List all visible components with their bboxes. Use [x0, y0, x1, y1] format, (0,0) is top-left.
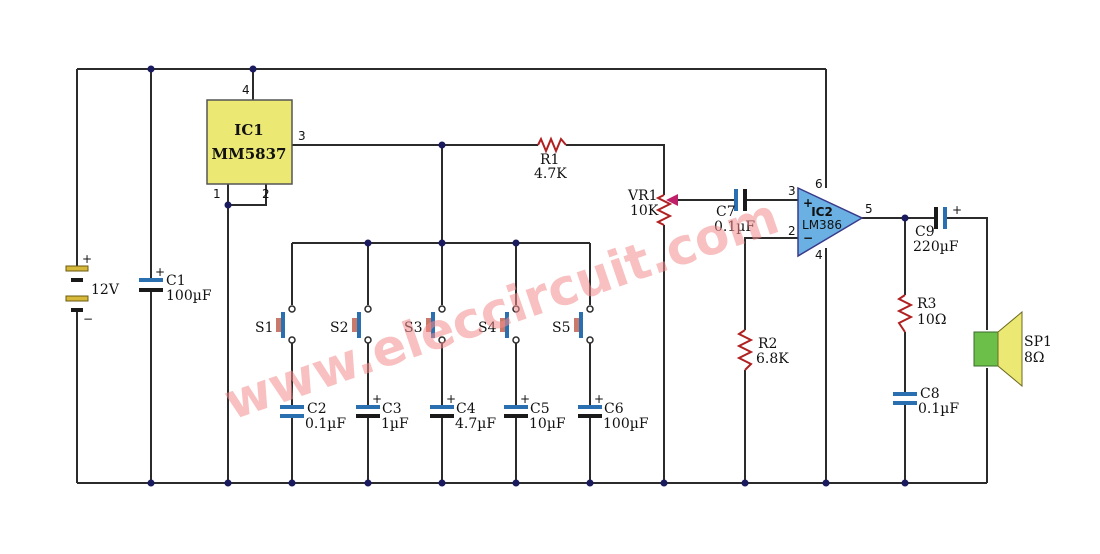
r2-ref-label: R2: [758, 336, 777, 352]
speaker-sp1: SP1 8Ω: [973, 310, 1052, 388]
ic1-pin4-label: 4: [242, 83, 250, 97]
battery-minus-mark: −: [83, 312, 93, 326]
vr1-ref-label: VR1: [627, 188, 658, 204]
switch-s5-label: S5: [552, 320, 571, 336]
c1-plus-mark: +: [155, 265, 165, 279]
ic2-pin6-label: 6: [815, 177, 823, 191]
sp1-value-label: 8Ω: [1024, 350, 1045, 366]
ic1-pin2-label: 2: [262, 187, 270, 201]
c2-ref-label: C2: [307, 401, 327, 417]
capacitor-c1: + C1 100µF: [139, 265, 212, 304]
switch-s3-label: S3: [404, 320, 423, 336]
battery-voltage-label: 12V: [91, 282, 120, 298]
capacitor-c3: + C3 1µF: [356, 392, 409, 432]
ic2-pin3-label: 3: [788, 184, 796, 198]
capacitor-c4: + C4 4.7µF: [430, 392, 496, 432]
c5-value-label: 10µF: [529, 416, 566, 432]
switch-s4-label: S4: [478, 320, 497, 336]
c7-ref-label: C7: [716, 204, 736, 220]
r1-ref-label: R1: [540, 152, 559, 168]
c4-value-label: 4.7µF: [455, 416, 496, 432]
resistor-r2: R2 6.8K: [736, 329, 789, 371]
battery: + − 12V: [65, 252, 120, 326]
c8-value-label: 0.1µF: [918, 401, 959, 417]
switch-s3: S3: [404, 305, 446, 344]
vr1-value-label: 10K: [630, 203, 659, 219]
c6-ref-label: C6: [604, 401, 624, 417]
c4-ref-label: C4: [456, 401, 476, 417]
potentiometer-vr1: VR1 10K: [627, 188, 678, 226]
capacitor-c9: + C9 220µF: [913, 203, 962, 255]
c6-value-label: 100µF: [603, 416, 649, 432]
r1-value-label: 4.7K: [534, 166, 567, 182]
c1-ref-label: C1: [166, 273, 186, 289]
resistor-r1: R1 4.7K: [534, 136, 567, 182]
ic2-part-label: LM386: [802, 218, 842, 232]
c3-value-label: 1µF: [381, 416, 409, 432]
switch-s5: S5: [552, 305, 594, 344]
sp1-ref-label: SP1: [1024, 334, 1052, 350]
switch-s1: S1: [255, 305, 296, 344]
ic1-part-label: MM5837: [212, 145, 287, 163]
switch-s2-label: S2: [330, 320, 349, 336]
r3-ref-label: R3: [917, 296, 936, 312]
bank-capacitors: C2 0.1µF + C3 1µF + C4 4.7µF + C5 10µF: [280, 392, 649, 432]
ic2-pin2-label: 2: [788, 224, 796, 238]
c4-plus-mark: +: [446, 392, 456, 406]
ic2-lm386: + − IC2 LM386 3 6 2 4 5: [788, 177, 873, 262]
switch-bank: S1 S2 S3 S4 S5: [255, 305, 594, 344]
ic1-mm5837: IC1 MM5837 4 3 1 2: [206, 83, 306, 201]
ic1-pin3-label: 3: [298, 129, 306, 143]
capacitor-c7: C7 0.1µF: [714, 189, 755, 235]
ic2-minus-mark: −: [803, 231, 813, 245]
resistor-r3: R3 10Ω: [896, 294, 946, 333]
switch-s1-label: S1: [255, 320, 274, 336]
c6-plus-mark: +: [594, 392, 604, 406]
capacitor-c2: C2 0.1µF: [280, 401, 346, 432]
ic1-ref-label: IC1: [234, 121, 263, 139]
r2-value-label: 6.8K: [756, 351, 789, 367]
c9-value-label: 220µF: [913, 239, 959, 255]
ic2-pin4-label: 4: [815, 248, 823, 262]
switch-s2: S2: [330, 305, 372, 344]
watermark-text: www.eleccircuit.com: [217, 187, 786, 431]
c9-plus-mark: +: [952, 203, 962, 217]
capacitor-c8: C8 0.1µF: [893, 386, 959, 417]
r3-value-label: 10Ω: [917, 312, 946, 328]
c3-plus-mark: +: [372, 392, 382, 406]
c5-plus-mark: +: [520, 392, 530, 406]
c3-ref-label: C3: [382, 401, 402, 417]
ic2-pin5-label: 5: [865, 202, 873, 216]
capacitor-c6: + C6 100µF: [578, 392, 649, 432]
c2-value-label: 0.1µF: [305, 416, 346, 432]
c5-ref-label: C5: [530, 401, 550, 417]
capacitor-c5: + C5 10µF: [504, 392, 566, 432]
ic2-plus-mark: +: [803, 196, 813, 210]
c1-value-label: 100µF: [166, 288, 212, 304]
c8-ref-label: C8: [920, 386, 940, 402]
junction-dots: [147, 65, 909, 487]
c9-ref-label: C9: [915, 224, 935, 240]
c7-value-label: 0.1µF: [714, 219, 755, 235]
ic1-pin1-label: 1: [213, 187, 221, 201]
battery-plus-mark: +: [82, 252, 92, 266]
ic2-ref-label: IC2: [811, 205, 833, 219]
switch-s4: S4: [478, 305, 520, 344]
